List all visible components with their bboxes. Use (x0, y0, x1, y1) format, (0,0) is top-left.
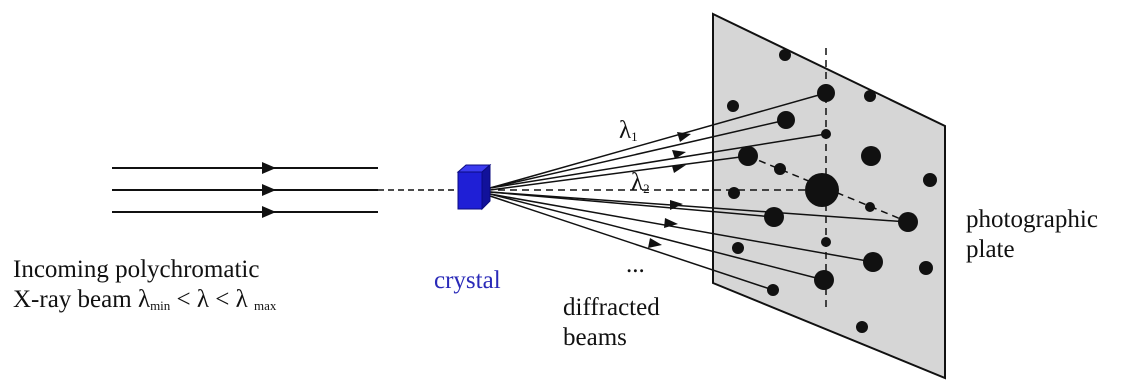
diffraction-spot (821, 237, 831, 247)
arrowhead (664, 218, 678, 228)
diffracted-ray (489, 191, 775, 218)
lambda-min-subscript: min (150, 298, 171, 313)
diffracted-ray (489, 119, 787, 189)
lambda1-subscript: 1 (631, 129, 638, 144)
arrowhead (670, 200, 683, 210)
diffraction-spot (863, 252, 883, 272)
diffraction-spot (767, 284, 779, 296)
diffraction-spot (738, 146, 758, 166)
arrowhead (677, 132, 691, 142)
incoming-label-line1: Incoming polychromatic (13, 256, 260, 283)
diffraction-spot (779, 49, 791, 61)
diffracted-ray (489, 133, 827, 189)
crystal-cube (456, 163, 492, 211)
arrowhead (262, 206, 276, 218)
diffraction-spot (814, 270, 834, 290)
diffracted-label-line2: beams (563, 324, 627, 351)
diffracted-ray (489, 195, 774, 291)
incoming-beam-arrows (262, 162, 276, 218)
diffraction-spot (732, 242, 744, 254)
diffraction-spot (864, 90, 876, 102)
crystal-front-face (457, 171, 483, 210)
incoming-label-line2: X-ray beam λmin < λ < λ max (13, 285, 276, 321)
incoming-label-inequality: < λ < λ (170, 286, 254, 313)
arrowhead (672, 150, 686, 159)
diffraction-spot (821, 129, 831, 139)
diffraction-spot (861, 146, 881, 166)
diffraction-spot (728, 187, 740, 199)
diffracted-arrowheads (648, 132, 691, 248)
diffraction-spot (805, 173, 839, 207)
lambda-max-subscript: max (254, 298, 277, 313)
diffracted-ray (489, 155, 749, 191)
crystal-label: crystal (434, 267, 501, 294)
arrowhead (262, 184, 276, 196)
lambda2-label: λ2 (631, 168, 650, 204)
arrowhead (672, 165, 686, 173)
incoming-beam-label: Incoming polychromatic X-ray beam λmin <… (13, 255, 276, 321)
diffraction-spot (774, 163, 786, 175)
diffracted-rays (489, 92, 909, 291)
diffracted-ray (489, 191, 909, 223)
diffraction-spot (817, 84, 835, 102)
arrowhead (262, 162, 276, 174)
arrowhead (648, 238, 662, 248)
diffracted-ray (489, 193, 825, 281)
diffracted-beams-label: diffracted beams (563, 293, 660, 353)
diffraction-spot (764, 207, 784, 227)
diffraction-spot (777, 111, 795, 129)
diffraction-spots (727, 49, 937, 333)
crystal-side-face (481, 163, 491, 211)
incoming-label-prefix: X-ray beam λ (13, 286, 151, 313)
plate-label-line2: plate (966, 236, 1015, 263)
lambda1-symbol: λ (619, 117, 632, 144)
incoming-beam (112, 167, 378, 213)
diffraction-spot (919, 261, 933, 275)
lambda2-symbol: λ (631, 169, 644, 196)
photographic-plate-label: photographic plate (966, 205, 1098, 265)
lambda1-label: λ1 (619, 116, 638, 152)
diffraction-spot (856, 321, 868, 333)
diffraction-spot (923, 173, 937, 187)
plate-label-line1: photographic (966, 206, 1098, 233)
diffracted-ray (489, 193, 874, 263)
diffraction-spot (865, 202, 875, 212)
ellipsis-label: ... (626, 251, 645, 278)
diffracted-label-line1: diffracted (563, 294, 660, 321)
lambda2-subscript: 2 (643, 181, 650, 196)
diffraction-spot (727, 100, 739, 112)
diffracted-ray (489, 92, 827, 189)
diffraction-spot (898, 212, 918, 232)
